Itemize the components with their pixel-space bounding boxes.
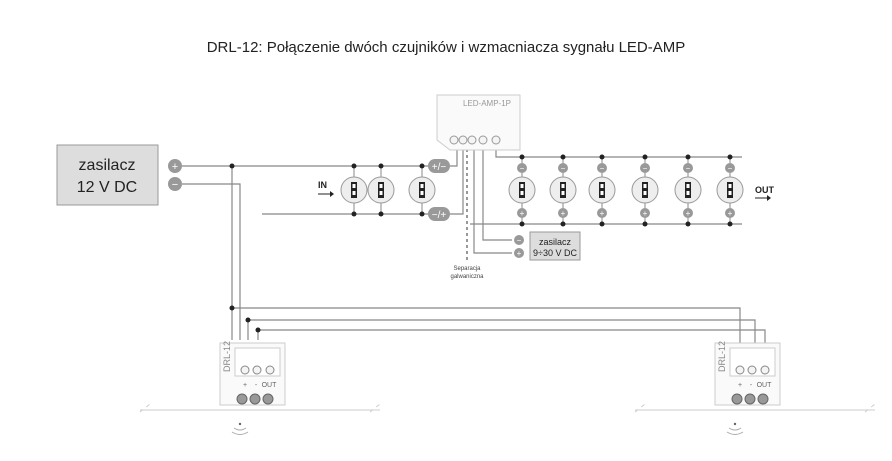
drl-12-sensor-2: DRL-12 + -OUT bbox=[634, 341, 876, 435]
sensor-model: DRL-12 bbox=[222, 341, 232, 372]
led-strip-input: IN +/− −/+ bbox=[318, 159, 450, 221]
minus-pad: − bbox=[600, 164, 605, 173]
led-segment bbox=[367, 176, 395, 204]
led-amp-module: LED-AMP-1P bbox=[436, 94, 521, 151]
led-segment bbox=[549, 176, 577, 204]
plus-pad: + bbox=[643, 209, 648, 218]
separation-label-2: galwaniczna bbox=[450, 274, 484, 280]
led-segment bbox=[340, 176, 368, 204]
sensor-wave-icon bbox=[231, 427, 249, 435]
sensor-out-label: OUT bbox=[757, 382, 773, 389]
wires bbox=[182, 95, 766, 365]
minus-pad: − bbox=[686, 164, 691, 173]
aux-psu-voltage: 9÷30 V DC bbox=[533, 248, 577, 258]
plus-pad: + bbox=[520, 209, 525, 218]
aux-power-supply: zasilacz 9÷30 V DC − + bbox=[514, 231, 581, 261]
led-segment bbox=[716, 176, 744, 204]
plus-pad: + bbox=[686, 209, 691, 218]
drl-12-sensor-1: DRL-12 + -OUT bbox=[139, 341, 381, 435]
plus-pad: + bbox=[728, 209, 733, 218]
plus-terminal: + bbox=[172, 161, 178, 173]
sensor-minus-label: - bbox=[750, 382, 753, 389]
diagram-title: DRL-12: Połączenie dwóch czujników i wzm… bbox=[207, 39, 686, 56]
minus-pad: − bbox=[728, 164, 733, 173]
strip-out-label: OUT bbox=[755, 185, 775, 195]
psu-label: zasilacz bbox=[79, 157, 136, 174]
sensor-wave-icon bbox=[726, 427, 744, 435]
sensor-model: DRL-12 bbox=[717, 341, 727, 372]
led-strip-output: − + − + − + − + − + − + OUT bbox=[508, 154, 775, 227]
separation-label: Separacja bbox=[453, 266, 481, 272]
led-amp-label: LED-AMP-1P bbox=[463, 99, 511, 108]
sensor-plus-label: + bbox=[243, 382, 247, 389]
led-segment bbox=[408, 176, 436, 204]
led-segment bbox=[508, 176, 536, 204]
aux-minus: − bbox=[517, 236, 522, 245]
strip-in-label: IN bbox=[318, 180, 327, 190]
aux-psu-label: zasilacz bbox=[539, 237, 572, 247]
sensor-out-label: OUT bbox=[262, 382, 278, 389]
sensor-plus-label: + bbox=[738, 382, 742, 389]
plus-pad: + bbox=[561, 209, 566, 218]
aux-plus: + bbox=[517, 249, 522, 258]
plus-pad: + bbox=[600, 209, 605, 218]
polarity-badge-top: +/− bbox=[432, 162, 447, 173]
minus-pad: − bbox=[643, 164, 648, 173]
led-segment bbox=[588, 176, 616, 204]
minus-terminal: − bbox=[172, 179, 178, 191]
led-segment bbox=[674, 176, 702, 204]
polarity-badge-bottom: −/+ bbox=[432, 210, 447, 221]
led-segment bbox=[631, 176, 659, 204]
sensor-minus-label: - bbox=[255, 382, 258, 389]
minus-pad: − bbox=[520, 164, 525, 173]
psu-voltage: 12 V DC bbox=[77, 179, 137, 196]
minus-pad: − bbox=[561, 164, 566, 173]
main-power-supply: zasilacz 12 V DC + − bbox=[56, 144, 182, 206]
